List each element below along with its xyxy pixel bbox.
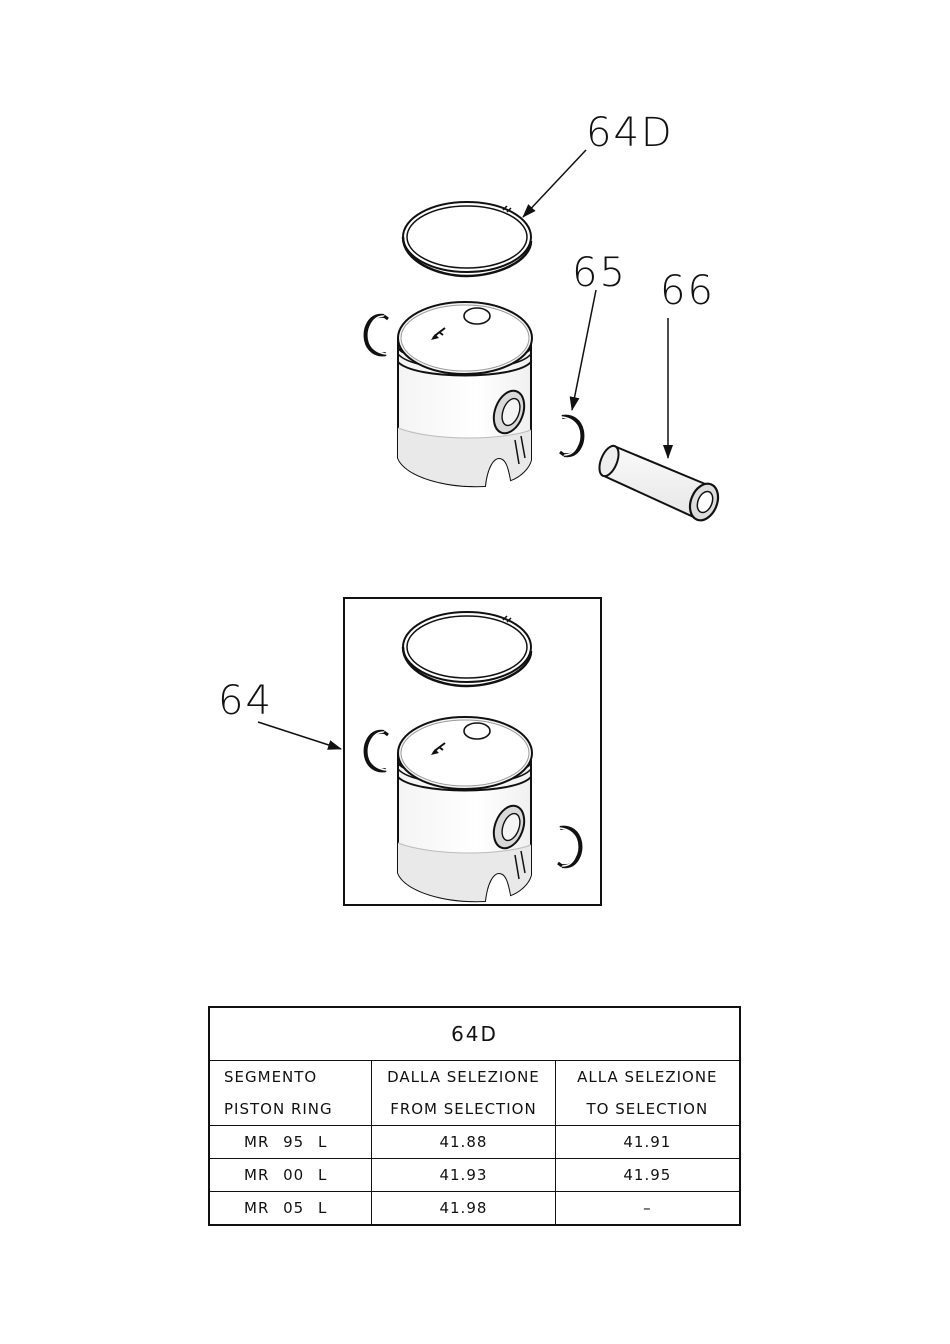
- kit-piston: [396, 715, 534, 903]
- table-row: MR 95 L 41.88 41.91: [208, 1125, 741, 1159]
- row-code: MR 05 L: [208, 1191, 373, 1226]
- header-en-to: TO SELECTION: [554, 1093, 741, 1126]
- row-from: 41.98: [371, 1191, 556, 1226]
- row-from: 41.88: [371, 1125, 556, 1159]
- piston-pin-66: [598, 444, 720, 522]
- piston: [396, 300, 534, 488]
- header-it-segmento: SEGMENTO: [208, 1060, 373, 1093]
- callout-64: 64: [218, 678, 273, 724]
- row-from: 41.93: [371, 1158, 556, 1192]
- kit-circlip-right: [556, 825, 583, 869]
- header-it-alla: ALLA SELEZIONE: [554, 1060, 741, 1093]
- ring-selection-table: 64D SEGMENTO DALLA SELEZIONE ALLA SELEZI…: [208, 1006, 741, 1226]
- circlip-65: [558, 414, 585, 458]
- header-en-from: FROM SELECTION: [371, 1093, 556, 1126]
- header-en-piston-ring: PISTON RING: [208, 1093, 373, 1126]
- callout-65: 65: [572, 250, 627, 296]
- table-row: MR 00 L 41.93 41.95: [208, 1158, 741, 1192]
- row-to: 41.91: [554, 1125, 741, 1159]
- table-row: MR 05 L 41.98 –: [208, 1191, 741, 1226]
- table-title: 64D: [208, 1006, 741, 1061]
- piston-ring-64d: [401, 200, 533, 278]
- row-code: MR 00 L: [208, 1158, 373, 1192]
- callout-64d: 64D: [586, 110, 674, 156]
- row-code: MR 95 L: [208, 1125, 373, 1159]
- kit-piston-ring: [401, 610, 533, 688]
- leader-65: [569, 289, 597, 411]
- kit-frame: [343, 597, 602, 906]
- row-to: –: [554, 1191, 741, 1226]
- header-it-dalla: DALLA SELEZIONE: [371, 1060, 556, 1093]
- leader-64d: [522, 149, 587, 218]
- leader-64: [257, 721, 342, 750]
- circlip-left: [363, 313, 390, 357]
- callout-66: 66: [660, 268, 715, 314]
- kit-circlip-left: [363, 729, 390, 773]
- row-to: 41.95: [554, 1158, 741, 1192]
